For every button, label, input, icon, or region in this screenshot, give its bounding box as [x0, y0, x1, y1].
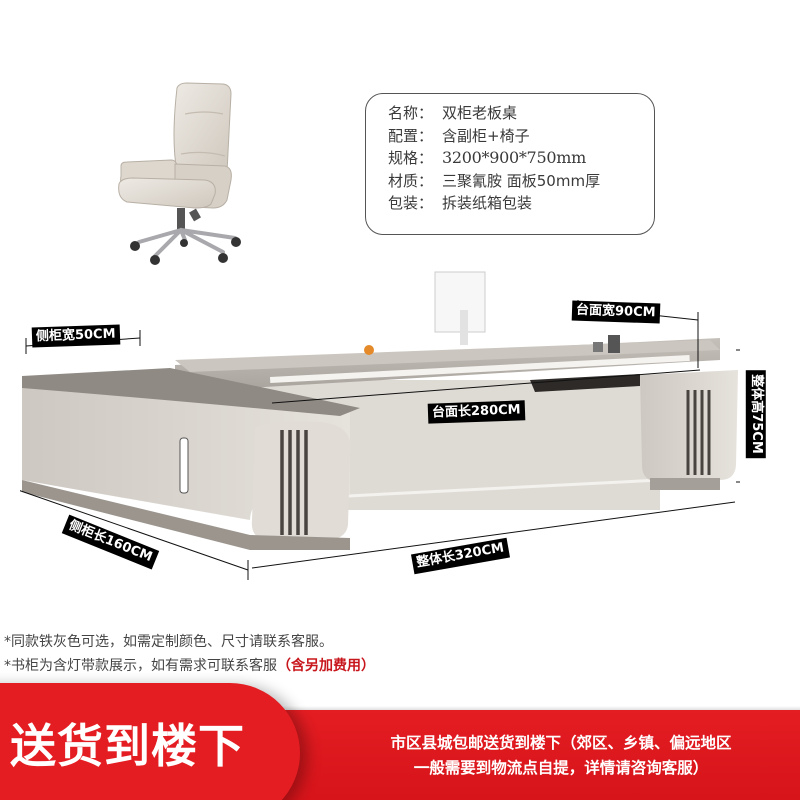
dimension-label-top-length: 台面长280CM — [427, 400, 525, 424]
delivery-banner-description: 市区县城包邮送货到楼下（郊区、乡镇、偏远地区 一般需要到物流点自提，详情请咨询客… — [322, 731, 800, 781]
spec-value: 拆装纸箱包装 — [442, 194, 533, 212]
spec-card: 名称： 双柜老板桌 配置： 含副柜+椅子 规格： 3200*900*750mm … — [365, 93, 655, 235]
desk-image — [20, 271, 740, 580]
spec-row-config: 配置： 含副柜+椅子 — [388, 125, 654, 148]
product-notes: *同款铁灰色可选，如需定制颜色、尺寸请联系客服。 *书柜为含灯带款展示，如有需求… — [4, 630, 375, 678]
delivery-desc-line2: 一般需要到物流点自提，详情请咨询客服） — [413, 759, 709, 777]
spec-row-material: 材质： 三聚氰胺 面板50mm厚 — [388, 170, 654, 193]
spec-value: 含副柜+椅子 — [442, 126, 530, 145]
spec-key: 名称： — [388, 104, 434, 122]
spec-key: 包装： — [388, 194, 434, 212]
delivery-banner-pill — [0, 683, 300, 800]
spec-value: 三聚氰胺 面板50mm厚 — [442, 171, 601, 190]
office-chair-image — [118, 82, 241, 265]
spec-row-size: 规格： 3200*900*750mm — [388, 147, 654, 170]
delivery-banner-title: 送货到楼下 — [10, 719, 245, 773]
spec-row-name: 名称： 双柜老板桌 — [388, 102, 654, 125]
spec-row-packaging: 包装： 拆装纸箱包装 — [388, 192, 654, 215]
note-bookcase: *书柜为含灯带款展示，如有需求可联系客服（含另加费用） — [4, 654, 375, 678]
spec-key: 配置： — [388, 126, 434, 145]
spec-value: 双柜老板桌 — [442, 104, 518, 122]
spec-key: 材质： — [388, 171, 434, 190]
note-bookcase-text: *书柜为含灯带款展示，如有需求可联系客服 — [4, 658, 277, 674]
note-color-option: *同款铁灰色可选，如需定制颜色、尺寸请联系客服。 — [4, 634, 333, 650]
delivery-desc-line1: 市区县城包邮送货到楼下（郊区、乡镇、偏远地区 — [390, 734, 732, 752]
spec-value: 3200*900*750mm — [442, 148, 586, 167]
dimension-label-overall-height: 整体高75CM — [745, 370, 766, 458]
note-extra-fee: （含另加费用） — [277, 658, 375, 674]
spec-key: 规格： — [388, 149, 434, 167]
dimension-label-top-width: 台面宽90CM — [571, 300, 660, 324]
dimension-label-side-cabinet-width: 侧柜宽50CM — [31, 324, 120, 348]
